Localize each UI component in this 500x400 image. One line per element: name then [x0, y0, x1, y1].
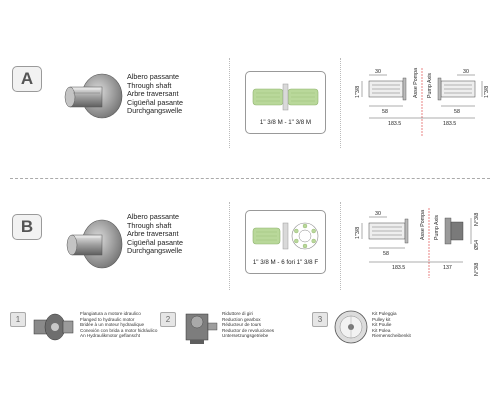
accessory-2-line: Riduttore di giri: [222, 311, 253, 316]
name-de: Durchgangswelle: [127, 246, 183, 256]
accessory-2-line: Untersetzungsgetriebe: [222, 333, 269, 339]
name-es: Cigüeñal pasante: [127, 237, 183, 247]
accessory-3-line: Kit Poulie: [372, 322, 392, 328]
section-b-dimension-drawing: 30 58 183.5 137 1"3/8 Asse Pompa Pump Ax…: [355, 208, 480, 278]
section-b-badge: B: [12, 214, 42, 240]
name-es: Cigüeñal pasante: [127, 97, 183, 107]
dim-30: 30: [375, 211, 381, 217]
name-de: Durchgangswelle: [127, 106, 183, 116]
dim-dia-left: 1"3/8: [355, 86, 361, 98]
label-n38-top: N°3\8: [474, 213, 480, 226]
section-b: B Albero passante Through shaft Arbre tr…: [0, 180, 500, 302]
dim-58-right: 58: [454, 109, 460, 115]
dim-58-left: 58: [382, 109, 388, 115]
divider: [229, 58, 230, 148]
section-a-shaft-image: [64, 73, 123, 119]
dim-30-left: 30: [375, 69, 381, 75]
divider: [340, 202, 341, 290]
name-en: Through shaft: [127, 220, 172, 230]
accessory-2-text: Riduttore di giri Reduction gearbox Rédu…: [222, 311, 274, 339]
hydraulic-motor-icon: [33, 313, 74, 341]
divider: [340, 58, 341, 148]
dim-1835-left: 183.5: [388, 121, 401, 127]
accessory-2: 2 Riduttore di giri Reduction gearbox Ré…: [160, 308, 310, 353]
dim-1835-right: 183.5: [443, 121, 456, 127]
accessory-3-number: 3: [312, 312, 328, 327]
accessory-2-line: Reductor de revoluciones: [222, 327, 275, 333]
label-asse-pompa: Asse Pompa: [413, 68, 419, 98]
reduction-gearbox-icon: [185, 313, 218, 344]
accessory-1-line: Flangiatura a motore idraulico: [80, 311, 141, 316]
label-pump-axis: Pump Axis: [434, 215, 440, 240]
accessory-1-line: Flanged to hydraulic motor: [80, 316, 135, 322]
label-asse-pompa: Asse Pompa: [420, 210, 426, 240]
accessory-1-line: Bridée à un moteur hydraulique: [80, 322, 145, 328]
section-separator: [10, 178, 490, 179]
accessory-1-line: Conexión con brida a motor hidráulico: [80, 327, 158, 333]
name-fr: Arbre traversant: [127, 89, 179, 99]
name-en: Through shaft: [127, 80, 172, 90]
section-a-shaft-box: 1" 3/8 M - 1" 3/8 M: [245, 71, 326, 134]
pulley-icon: [334, 310, 368, 344]
section-a-box-label: 1" 3/8 M - 1" 3/8 M: [259, 119, 312, 126]
accessory-3: 3 Kit Puleggia Pulley kit Kit Poulie Kit…: [312, 308, 492, 353]
name-it: Albero passante: [127, 72, 179, 81]
section-b-shaft-flange-icon: [252, 222, 319, 250]
section-b-box-label: 1" 3/8 M - 6 fori 1" 3/8 F: [252, 259, 319, 266]
section-b-shaft-box: 1" 3/8 M - 6 fori 1" 3/8 F: [245, 210, 326, 274]
dim-1835: 183.5: [392, 265, 405, 271]
dim-30-right: 30: [463, 69, 469, 75]
accessory-3-line: Pulley kit: [372, 316, 391, 322]
label-d54: Ø54: [474, 240, 480, 250]
accessory-3-line: Kit Polea: [372, 327, 391, 333]
label-pump-axis: Pump Axis: [427, 73, 433, 98]
section-a-names: Albero passante Through shaft Arbre trav…: [127, 72, 183, 116]
section-b-names: Albero passante Through shaft Arbre trav…: [127, 212, 183, 256]
section-a: A Albero passante Through shaft Arbre tr…: [0, 0, 500, 178]
accessory-1: 1 Flangiatura a motore idraulico Flanged…: [10, 308, 160, 353]
accessory-2-line: Réducteur de tours: [222, 322, 262, 328]
accessory-1-number: 1: [10, 312, 26, 327]
divider: [229, 202, 230, 290]
accessory-2-number: 2: [160, 312, 176, 327]
label-n38-bottom: N°3\8: [474, 263, 480, 276]
dim-dia-left: 1"3/8: [355, 227, 361, 239]
accessory-3-line: Riemenscheibenkit: [372, 333, 411, 339]
accessory-2-line: Reduction gearbox: [222, 316, 261, 322]
dim-58: 58: [383, 251, 389, 257]
section-a-badge: A: [12, 66, 42, 92]
accessory-1-line: An Hydraulikmotor geflanscht: [80, 333, 141, 339]
accessory-3-text: Kit Puleggia Pulley kit Kit Poulie Kit P…: [372, 311, 411, 339]
name-it: Albero passante: [127, 212, 179, 221]
dim-dia-right: 1"3/8: [484, 86, 490, 98]
section-b-shaft-image: [66, 219, 123, 269]
name-fr: Arbre traversant: [127, 229, 179, 239]
dim-137: 137: [443, 265, 452, 271]
accessory-3-line: Kit Puleggia: [372, 311, 397, 316]
accessory-1-text: Flangiatura a motore idraulico Flanged t…: [80, 311, 157, 339]
section-a-double-shaft-icon: [252, 83, 319, 111]
section-a-dimension-drawing: 30 30 58 58 183.5 183.5 1"3/8 1"3/8 Asse…: [355, 68, 490, 136]
